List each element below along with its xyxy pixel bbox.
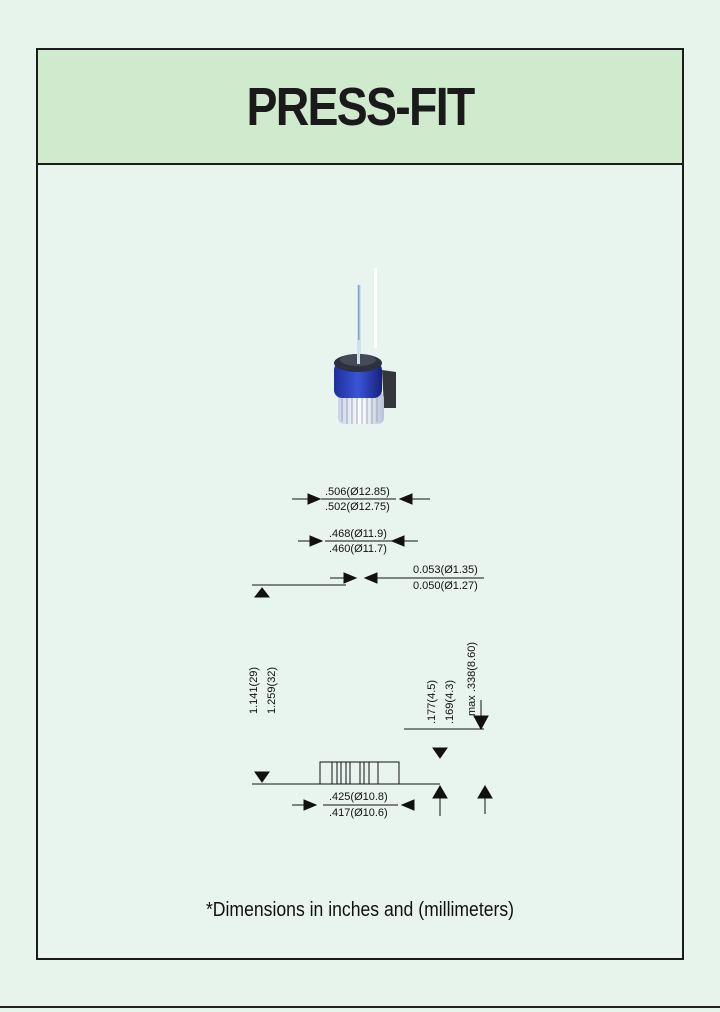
component-image <box>334 268 396 424</box>
cap-length: max .338(8.60) <box>466 642 478 716</box>
outer-dia-min: .502(Ø12.75) <box>325 501 390 513</box>
dimensions-footnote: *Dimensions in inches and (millimeters) <box>205 899 515 921</box>
dimension-lines <box>252 493 493 816</box>
body-length-max: .177(4.5) <box>426 679 438 724</box>
body-length-min: .169(4.3) <box>444 679 456 724</box>
total-length-min: 1.141(29) <box>248 666 260 714</box>
bottom-rule <box>0 1006 720 1008</box>
outer-dia-max: .506(Ø12.85) <box>325 486 390 498</box>
lead-dia-min: 0.050(Ø1.27) <box>413 580 478 592</box>
lead-dia-max: 0.053(Ø1.35) <box>413 564 478 576</box>
datasheet-frame: PRESS-FIT <box>36 48 684 960</box>
total-length-max: 1.259(32) <box>266 666 278 714</box>
title-banner: PRESS-FIT <box>38 50 682 165</box>
body-dia-max: .468(Ø11.9) <box>329 528 387 540</box>
knurl-dia-min: .417(Ø10.6) <box>329 807 388 819</box>
knurl-dia-max: .425(Ø10.8) <box>329 791 388 803</box>
body-dia-min: .460(Ø11.7) <box>329 543 387 555</box>
page-title: PRESS-FIT <box>246 77 475 137</box>
